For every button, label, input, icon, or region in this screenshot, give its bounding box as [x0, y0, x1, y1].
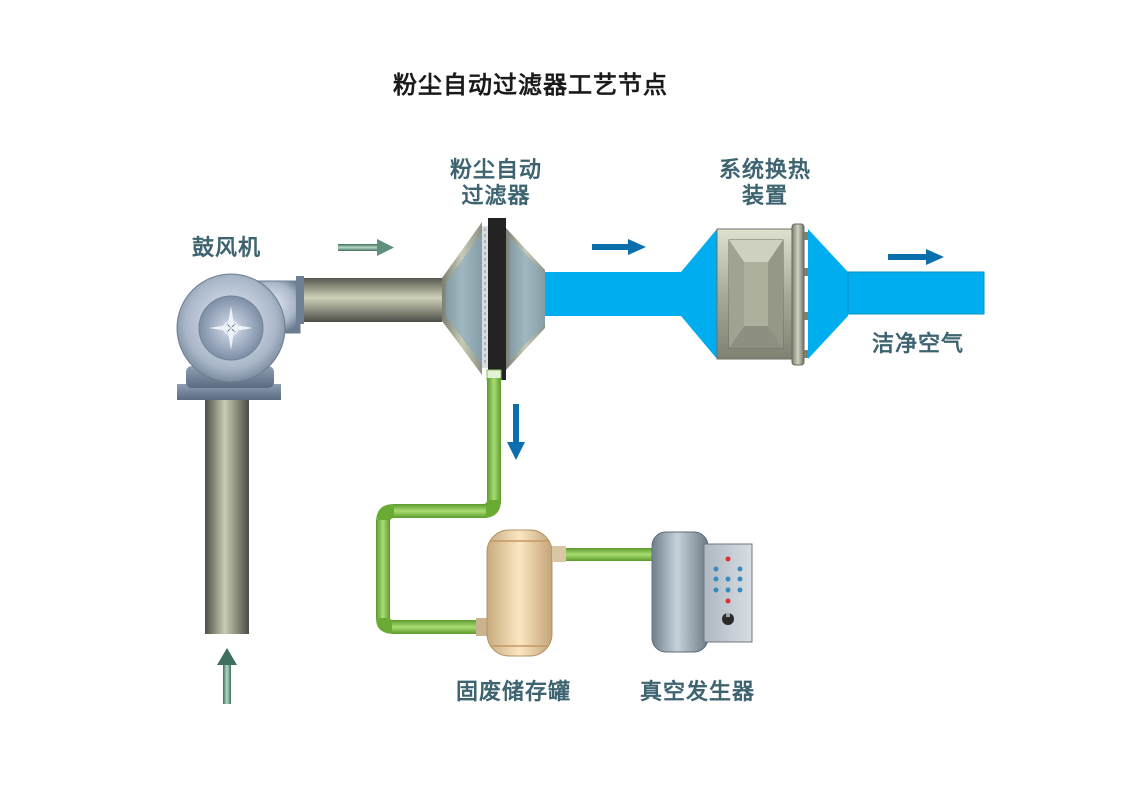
dust-filter-label-line1: 粉尘自动: [449, 158, 542, 183]
dust-filter: [442, 218, 545, 380]
flow-down-arrow-icon: [507, 404, 525, 460]
vacuum-generator: [651, 531, 753, 653]
diagram-title: 粉尘自动过滤器工艺节点: [393, 71, 668, 99]
blower: [176, 273, 304, 400]
dust-discharge-pipe: [376, 369, 502, 636]
flow-arrow-icon-1: [338, 239, 394, 256]
vacuum-pipe: [566, 548, 654, 561]
waste-tank-label: 固废储存罐: [456, 680, 572, 705]
heat-exchanger: [681, 223, 848, 366]
heat-exchanger-label-line1: 系统换热: [718, 158, 811, 183]
dust-filter-label-line2: 过滤器: [461, 184, 531, 209]
heat-exchanger-label-line2: 装置: [741, 184, 788, 209]
blower-label: 鼓风机: [192, 236, 262, 261]
waste-storage-tank: [486, 529, 566, 657]
air-duct-1: [545, 272, 681, 316]
flow-arrow-icon-3: [888, 249, 944, 265]
vacuum-generator-label: 真空发生器: [640, 680, 756, 705]
inlet-up-arrow-icon: [217, 648, 237, 704]
clean-air-label: 洁净空气: [872, 332, 965, 357]
dust-filter-label: 粉尘自动 过滤器: [442, 158, 550, 210]
flow-arrow-icon-2: [592, 239, 646, 255]
inlet-pipe: [205, 398, 249, 634]
blower-outlet-pipe: [304, 278, 442, 322]
heat-exchanger-label: 系统换热 装置: [710, 158, 820, 210]
clean-air-duct: [847, 271, 985, 315]
